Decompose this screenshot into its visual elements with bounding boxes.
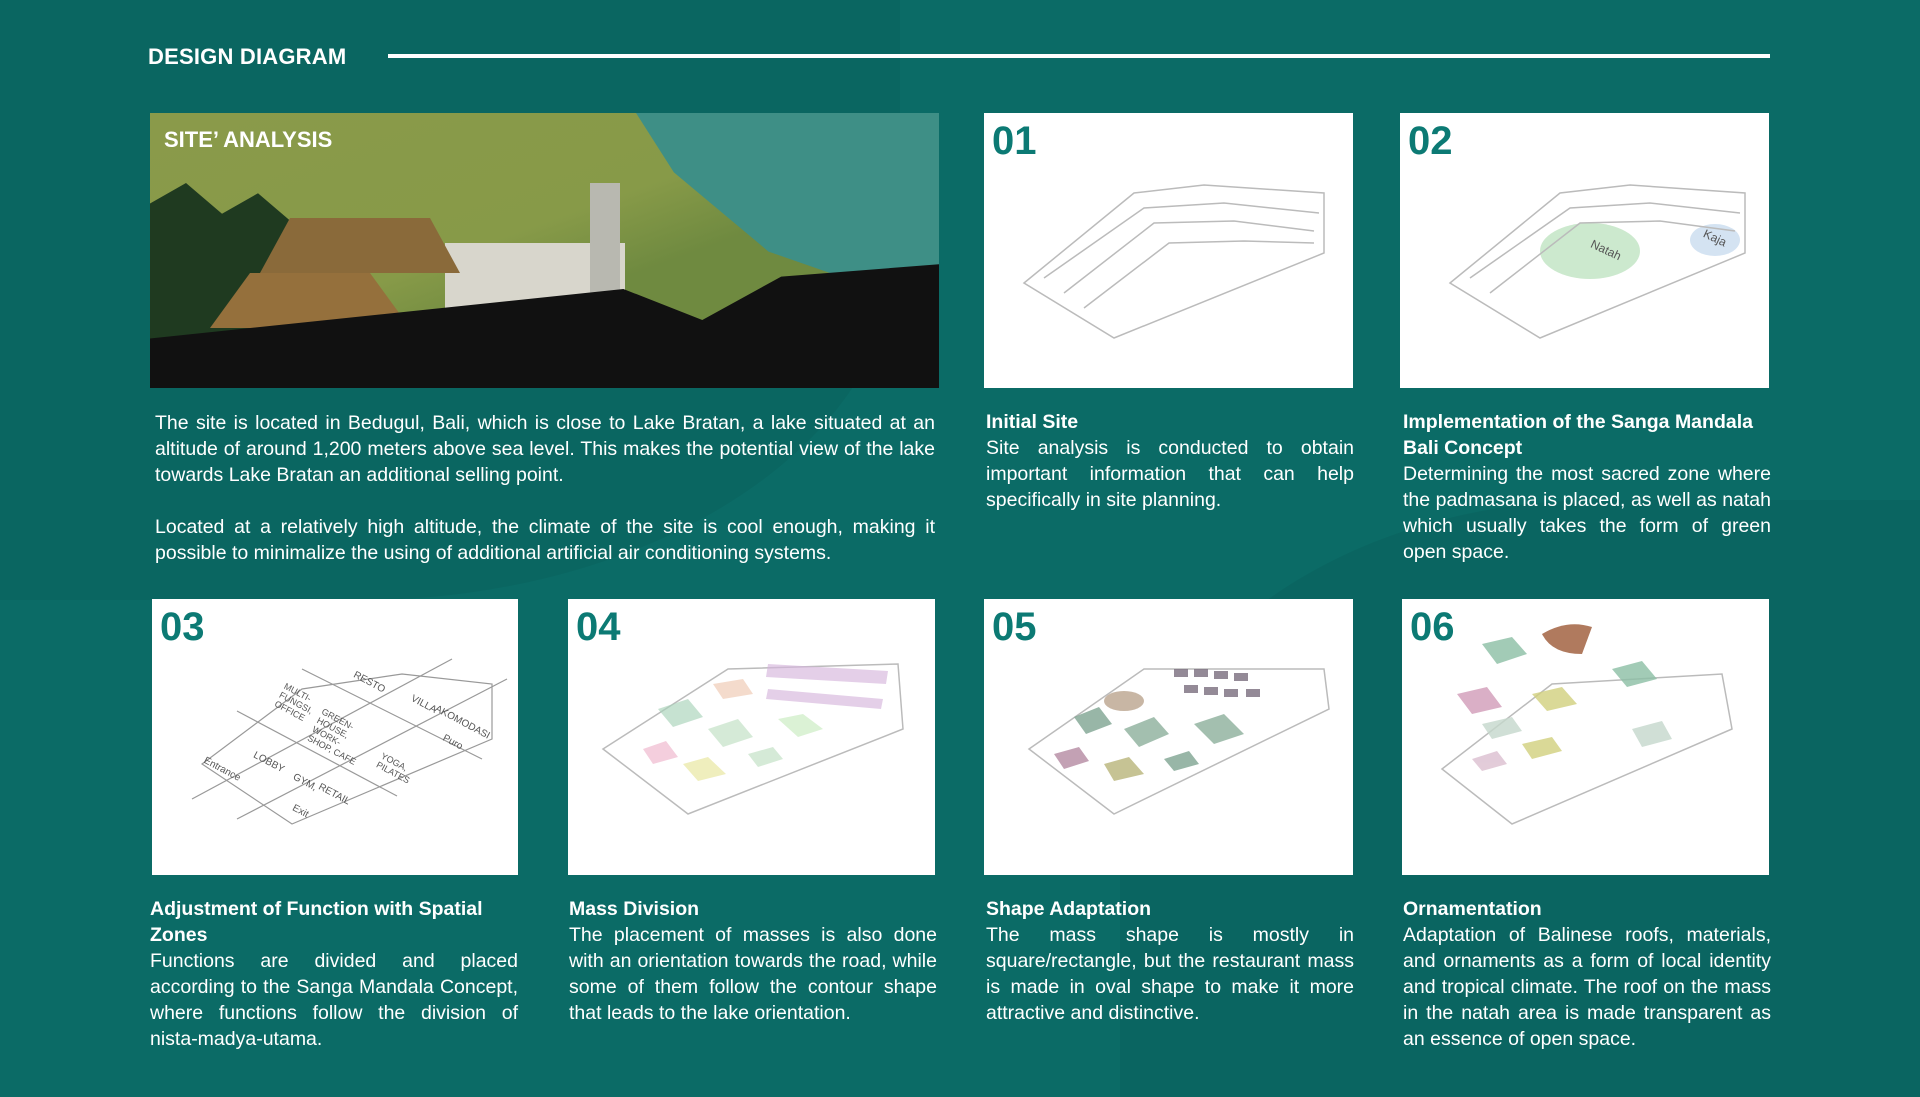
step-body: Functions are divided and placed accordi…: [150, 950, 518, 1050]
step-title: Initial Site: [986, 411, 1079, 433]
step-title: Ornamentation: [1403, 898, 1542, 920]
step-02-caption: Implementation of the Sanga Mandala Bali…: [1403, 409, 1771, 565]
roof: [260, 218, 460, 273]
step-number: 01: [992, 119, 1037, 163]
step-body: The placement of masses is also done wit…: [569, 924, 937, 1024]
step-06-caption: Ornamentation Adaptation of Balinese roo…: [1403, 896, 1771, 1052]
step-01-diagram: 01: [984, 113, 1353, 388]
step-05-diagram: 05: [984, 599, 1353, 875]
step-title: Adjustment of Function with Spatial Zone…: [150, 898, 483, 946]
step-body: Adaptation of Balinese roofs, materials,…: [1403, 924, 1771, 1050]
step-title: Mass Division: [569, 898, 700, 920]
step-number: 05: [992, 605, 1037, 649]
site-paragraph: The site is located in Bedugul, Bali, wh…: [155, 412, 935, 486]
mass-division-drawing: [601, 663, 904, 815]
step-body: The mass shape is mostly in square/recta…: [986, 924, 1354, 1024]
step-03-caption: Adjustment of Function with Spatial Zone…: [150, 896, 518, 1052]
step-title: Shape Adaptation: [986, 898, 1152, 920]
step-body: Site analysis is conducted to obtain imp…: [986, 437, 1354, 511]
site-analysis-image: SITE’ ANALYSIS: [150, 113, 939, 388]
step-05-caption: Shape Adaptation The mass shape is mostl…: [986, 896, 1354, 1026]
step-02-diagram: Natah Kaja 02: [1400, 113, 1769, 388]
site-contour-drawing: [1022, 184, 1325, 339]
step-number: 04: [576, 605, 621, 649]
step-04-diagram: 04: [568, 599, 935, 875]
site-description: The site is located in Bedugul, Bali, wh…: [155, 410, 935, 592]
zoning-drawing: [191, 658, 508, 825]
site-analysis-title: SITE’ ANALYSIS: [164, 127, 333, 152]
step-03-diagram: RESTO VILLA AKOMODASI MULTI-FUNGSI, OFFI…: [152, 599, 518, 875]
step-number: 02: [1408, 119, 1453, 163]
step-number: 03: [160, 605, 205, 649]
shape-adaptation-drawing: [1027, 668, 1330, 815]
step-06-diagram: 06: [1402, 599, 1769, 875]
step-04-caption: Mass Division The placement of masses is…: [569, 896, 937, 1026]
step-01-caption: Initial Site Site analysis is conducted …: [986, 409, 1354, 513]
page-title: DESIGN DIAGRAM: [148, 44, 347, 69]
sanga-mandala-drawing: [1448, 184, 1746, 339]
step-title: Implementation of the Sanga Mandala Bali…: [1403, 411, 1753, 459]
step-body: Determining the most sacred zone where t…: [1403, 463, 1771, 563]
site-paragraph: Located at a relatively high altitude, t…: [155, 516, 935, 564]
ornamentation-drawing: [1440, 624, 1733, 825]
title-divider: [388, 54, 1770, 58]
step-number: 06: [1410, 605, 1455, 649]
